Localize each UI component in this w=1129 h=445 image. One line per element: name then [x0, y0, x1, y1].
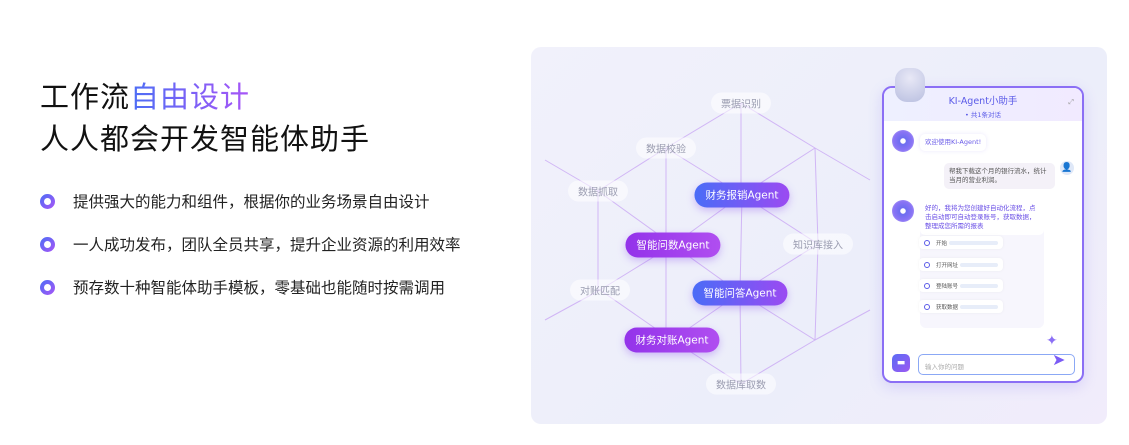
send-icon[interactable]: ➤: [1052, 350, 1066, 369]
chat-window: KI-Agent小助手 • 共1条对话 ⤢ 欢迎使用KI-Agent! 帮我下载…: [882, 86, 1084, 383]
bot-avatar-icon: [892, 130, 914, 152]
step-label: 获取数据: [936, 304, 959, 311]
workflow-step: 登陆账号: [919, 279, 1003, 292]
bullet-icon: [40, 193, 55, 209]
agent-node: 智能问数Agent: [625, 232, 721, 258]
expand-icon[interactable]: ⤢: [1068, 98, 1074, 106]
step-circle-icon: [924, 261, 930, 268]
bullet-icon: [40, 279, 55, 295]
feature-text: 预存数十种智能体助手模板，零基础也能随时按需调用: [73, 279, 446, 297]
network-tag: 票据识别: [711, 92, 771, 114]
sparkle-icon: ✦: [1046, 333, 1058, 349]
title-highlight: 自由设计: [130, 80, 251, 114]
feature-item: 提供强大的能力和组件，根据你的业务场景自由设计: [40, 190, 430, 212]
workflow-step: 开始: [919, 236, 1003, 249]
bot-reply-text: 好的，我将为您创建好自动化流程，点击启动即可自动登录账号，获取数据，整理成您所需…: [920, 200, 1044, 235]
feature-item: 一人成功发布，团队全员共享，提升企业资源的利用效率: [40, 233, 461, 255]
robot-mascot-icon: [895, 68, 925, 102]
step-circle-icon: [924, 282, 930, 289]
network-tag: 知识库接入: [783, 233, 853, 255]
step-label: 打开网址: [936, 262, 959, 269]
workflow-step: 打开网址: [919, 258, 1003, 271]
title-plain: 工作流: [40, 80, 131, 114]
step-label: 登陆账号: [936, 283, 959, 290]
agent-node: 财务对账Agent: [624, 327, 720, 353]
step-circle-icon: [924, 303, 930, 310]
agent-node: 智能问答Agent: [692, 280, 788, 306]
agent-node: 财务报销Agent: [694, 182, 790, 208]
chat-subtitle: • 共1条对话: [964, 111, 1002, 119]
bot-message: 欢迎使用KI-Agent!: [920, 134, 987, 151]
bot-avatar-icon: [892, 200, 914, 222]
feature-text: 一人成功发布，团队全员共享，提升企业资源的利用效率: [73, 236, 461, 254]
page-title-line1: 工作流自由设计: [40, 74, 250, 116]
step-label: 开始: [936, 240, 948, 247]
workflow-step: 获取数据: [919, 300, 1003, 313]
network-tag: 数据抓取: [568, 180, 628, 202]
chat-input[interactable]: 输入你的问题: [918, 354, 1075, 375]
feature-item: 预存数十种智能体助手模板，零基础也能随时按需调用: [40, 276, 445, 298]
chat-icon-button[interactable]: ▬: [892, 354, 910, 372]
bullet-icon: [40, 236, 55, 252]
chat-title: KI-Agent小助手: [948, 96, 1018, 107]
page-title-line2: 人人都会开发智能体助手: [40, 122, 371, 156]
step-circle-icon: [924, 239, 930, 246]
user-message: 帮我下载这个月的银行流水，统计当月的营业利润。: [944, 163, 1055, 189]
user-avatar-icon: 👤: [1060, 161, 1074, 175]
network-tag: 数据校验: [636, 137, 696, 159]
network-tag: 数据库取数: [706, 373, 776, 395]
network-tag: 对账匹配: [570, 279, 630, 301]
feature-text: 提供强大的能力和组件，根据你的业务场景自由设计: [73, 193, 430, 211]
